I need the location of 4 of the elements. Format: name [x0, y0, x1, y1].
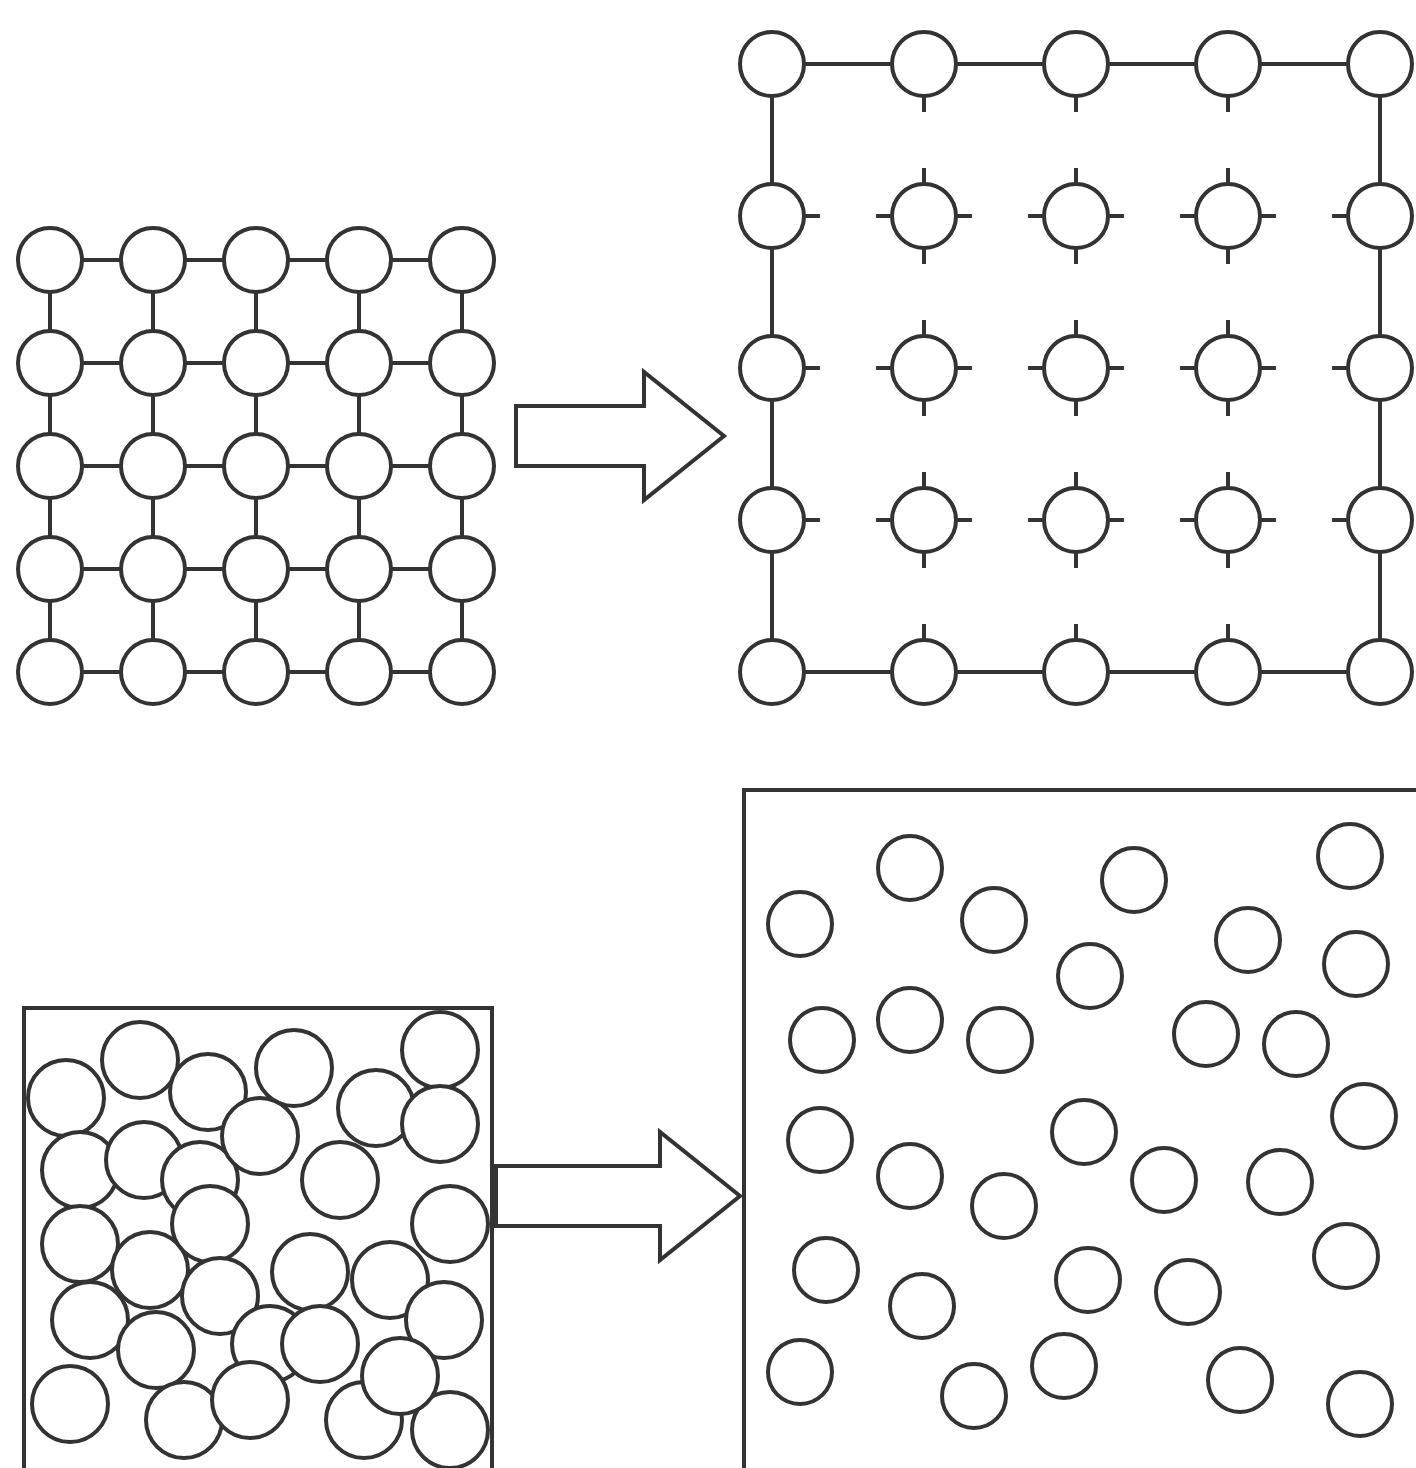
- block-arrow: [514, 367, 728, 505]
- scattered-particles-drawing: [740, 786, 1416, 1468]
- packed-particles-drawing: [20, 1004, 496, 1468]
- block-arrow: [494, 1127, 744, 1265]
